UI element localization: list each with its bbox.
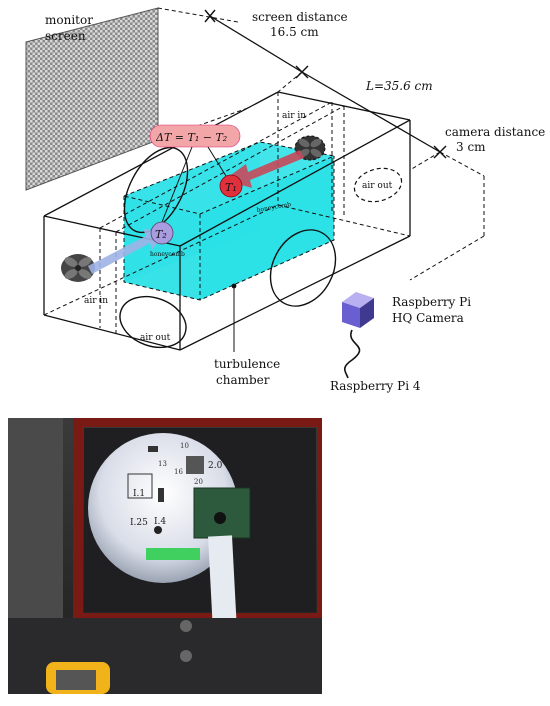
t1-label: T₁ [225,181,237,194]
camera-label-line2: HQ Camera [392,311,464,325]
t1-flow-arrow [224,150,304,188]
chart-label-7: 20 [194,478,203,486]
resolution-chart [127,446,204,534]
fan-right [294,135,326,161]
green-strip [146,548,200,560]
screen-distance-label: screen distance [252,10,348,24]
mount-knob-2 [180,650,192,662]
chart-label-2: I.4 [154,517,166,527]
dimension-lines [209,15,441,153]
camera-lens [214,512,226,524]
projection-lines [157,7,249,141]
length-label: L=35.6 cm [365,79,433,93]
camera-distance-label: camera distance [445,125,545,139]
chart-label-1: I.1 [133,489,145,499]
dimension-ticks [204,9,447,159]
t2-sensor [150,221,174,245]
pi-label: Raspberry Pi 4 [330,379,421,393]
camera-cable [343,329,361,379]
air-out-back [353,167,403,203]
camera-label-line1: Raspberry Pi [392,295,471,309]
monitor-label-line1: monitor [45,13,93,27]
camera-cube [342,292,374,328]
window-ellipses [119,146,337,349]
t1-sensor [219,174,243,198]
chart-label-3: I.25 [130,518,148,528]
mount-knob-1 [180,620,192,632]
monitor-label-line2: screen [45,29,86,43]
air-out-back-label: air out [362,181,393,191]
turbulence-setup-diagram: monitor screen [25,7,545,393]
chamber-label-line1: turbulence [214,357,280,371]
air-in-left-label: air in [84,296,108,306]
setup-photo: I.1 I.4 I.25 2.0 10 13 20 16 [8,418,322,694]
t2-flow-arrow [88,229,166,274]
chamber-box [43,91,411,351]
delta-t-leaders [161,146,227,223]
delta-t-label: ΔT = T₁ − T₂ [155,131,227,144]
delta-t-box [149,124,241,148]
honeycomb-label-1: honeycomb [150,251,185,258]
chart-label-4: 2.0 [208,461,223,471]
chart-label-6: 13 [158,460,167,468]
chart-label-8: 16 [174,468,183,476]
air-out-front-label: air out [140,333,171,343]
dimension-extensions [277,71,485,281]
measurement-volume [122,141,336,301]
fan-left [61,254,95,282]
t2-label: T₂ [155,228,167,241]
chamber-label-line2: chamber [216,373,270,387]
screen-distance-value: 16.5 cm [270,25,319,39]
chamber-hidden-edges [43,92,411,334]
chart-label-5: 10 [180,442,189,450]
multimeter-screen [56,670,96,690]
camera-distance-value: 3 cm [456,140,486,154]
air-in-right-label: air in [282,111,306,121]
